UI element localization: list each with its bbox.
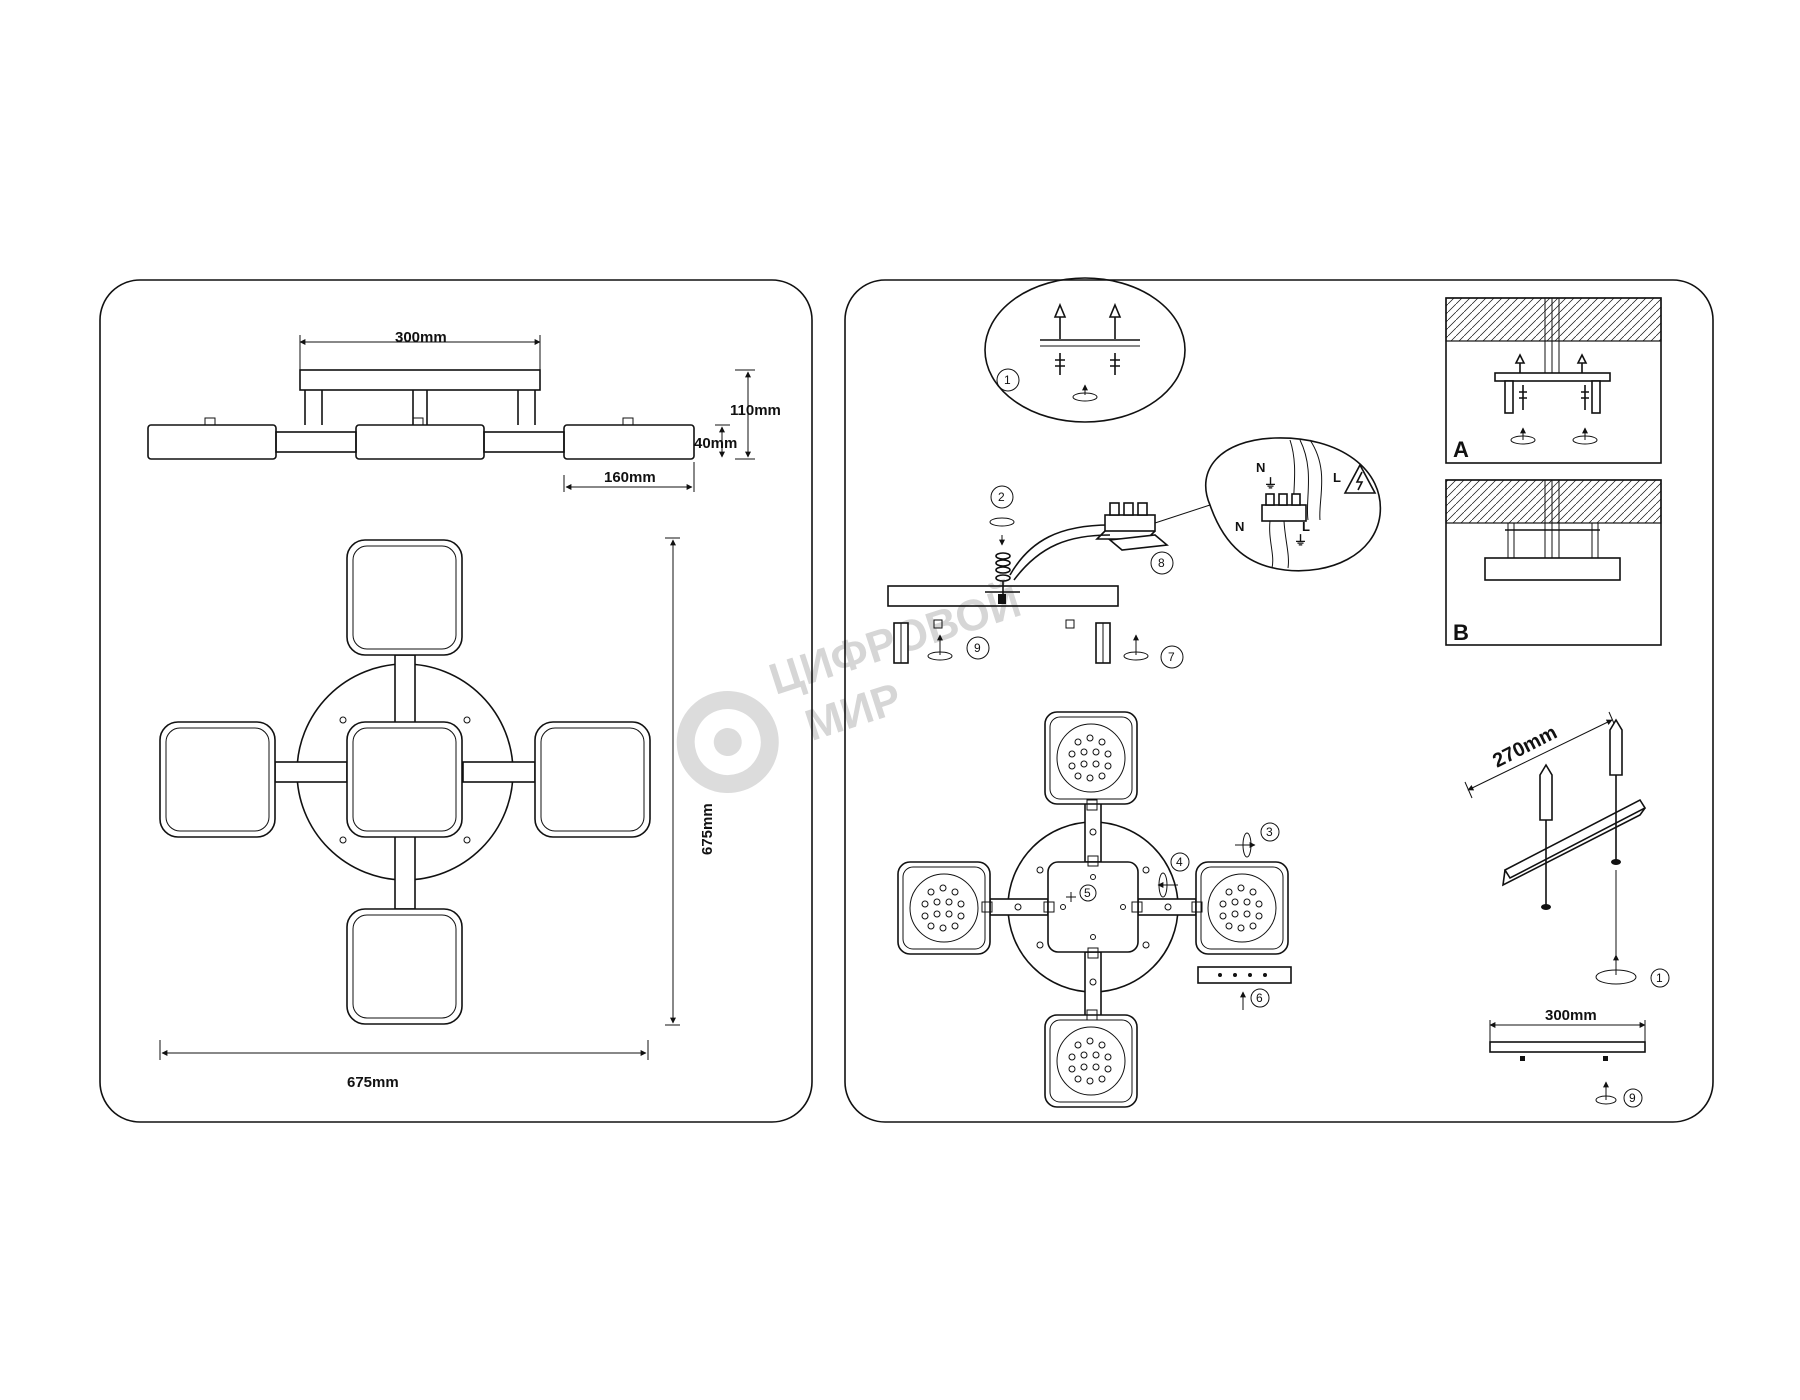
center-module: [1047, 861, 1139, 953]
step-5-label: 5: [1084, 886, 1091, 900]
dim-height-total-label: 110mm: [730, 402, 781, 419]
led-module-top: [1044, 711, 1138, 811]
light-module-center: [346, 721, 463, 838]
step-8-label: 8: [1158, 556, 1165, 570]
wall-plug-right: [1609, 718, 1623, 865]
led-module-bottom: [1044, 1009, 1138, 1108]
light-module-left: [159, 721, 276, 838]
gear-icon: [676, 691, 779, 794]
wiring-detail: N ⏚ L N L ⏚: [1204, 437, 1382, 572]
side-view: 300mm 110mm 40mm 160mm: [147, 329, 781, 492]
dim-plate-width-label: 300mm: [1545, 1007, 1597, 1024]
wire-l-top: L: [1333, 470, 1341, 485]
mount-option-b: B: [1445, 479, 1662, 646]
mount-option-a: A: [1445, 297, 1662, 464]
step-6-label: 6: [1256, 991, 1263, 1005]
option-b-label: B: [1453, 620, 1469, 645]
assembly-view: 5: [897, 711, 1292, 1108]
step-1b-label: 1: [1656, 971, 1663, 985]
left-panel-frame: [99, 279, 813, 1123]
step1-detail: 1: [984, 277, 1186, 423]
step-9-label: 9: [974, 641, 981, 655]
light-module-top: [346, 539, 463, 656]
wiring-step: 2 8: [887, 485, 1211, 669]
dim-width-label: 300mm: [395, 329, 447, 346]
anchor-right: 7: [1065, 619, 1184, 669]
plate-detail: 300mm 9: [1489, 1007, 1646, 1108]
step-9b-label: 9: [1629, 1091, 1636, 1105]
high-voltage-icon: [1343, 463, 1377, 494]
led-module-right: [1191, 861, 1289, 955]
dim-vertical-label: 675mm: [699, 803, 716, 855]
mounting-plate: [887, 585, 1119, 607]
dim-module-label: 160mm: [604, 469, 656, 486]
dim-height-body-label: 40mm: [694, 435, 737, 452]
dim-bracket-spacing-label: 270mm: [1489, 722, 1560, 773]
wire-n-top: N: [1256, 460, 1265, 475]
earth-top: ⏚: [1264, 476, 1277, 491]
dim-horizontal-label: 675mm: [347, 1074, 399, 1091]
module-cover: [1197, 966, 1292, 984]
led-module-left: [897, 861, 993, 955]
bracket-detail: 270mm 1: [1464, 711, 1670, 988]
terminal-block: [1095, 502, 1169, 551]
light-module-right: [534, 721, 651, 838]
step-7-label: 7: [1168, 650, 1175, 664]
top-view: 675mm 675mm: [159, 537, 716, 1091]
earth-bottom: ⏚: [1294, 533, 1307, 548]
option-a-label: A: [1453, 437, 1469, 462]
anchor-left: 9: [893, 619, 990, 664]
light-module-bottom: [346, 908, 463, 1025]
right-panel-frame: [844, 279, 1714, 1123]
wire-n-bottom: N: [1235, 519, 1244, 534]
step-3-label: 3: [1266, 825, 1273, 839]
watermark: ЦИФРОВОЙ МИР: [676, 575, 1027, 794]
wire-l-bottom: L: [1302, 519, 1310, 534]
step-2-label: 2: [998, 490, 1005, 504]
step-4-label: 4: [1176, 855, 1183, 869]
step-1-label: 1: [1004, 373, 1011, 387]
wall-plug-left: [1539, 763, 1553, 910]
canopy: [299, 369, 541, 391]
